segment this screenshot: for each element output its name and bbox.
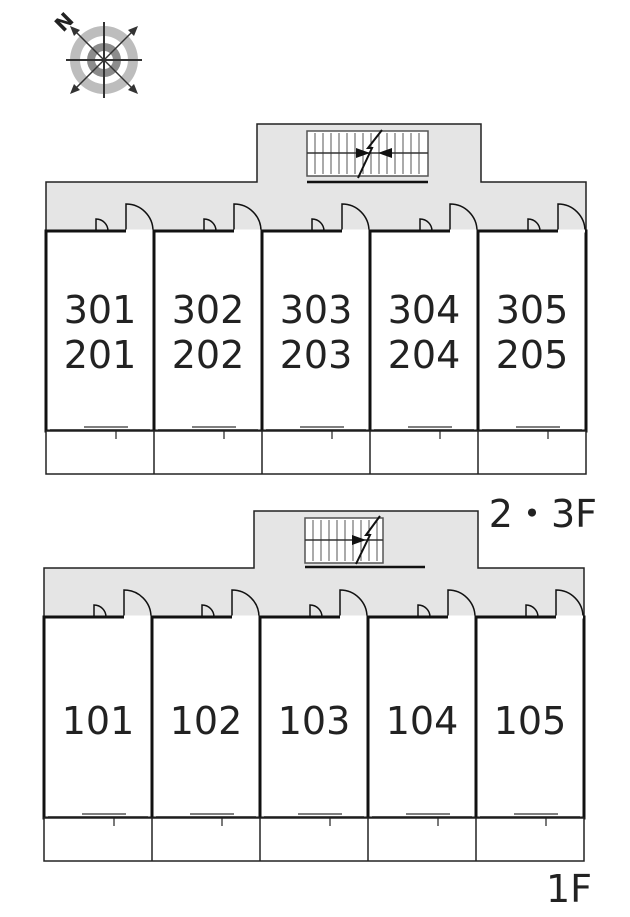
unit-number: 104	[386, 699, 459, 743]
door-icon	[309, 589, 368, 619]
upper-stairs-icon	[306, 129, 429, 184]
door-icon	[419, 203, 478, 233]
unit-102: 102	[150, 589, 262, 820]
floor-label-lower: 1F	[546, 867, 592, 911]
unit-105: 105	[474, 589, 586, 820]
unit-101: 101	[42, 589, 154, 820]
door-icon	[311, 203, 370, 233]
unit-103: 103	[258, 589, 370, 820]
unit-number-lower: 202	[172, 333, 245, 377]
unit-number: 101	[62, 699, 135, 743]
unit-number-lower: 201	[64, 333, 137, 377]
door-icon	[525, 589, 584, 619]
unit-number-upper: 301	[64, 288, 137, 332]
unit-number-upper: 305	[496, 288, 569, 332]
unit-number: 102	[170, 699, 243, 743]
door-icon	[527, 203, 586, 233]
unit-number-upper: 304	[388, 288, 461, 332]
unit-number-lower: 205	[496, 333, 569, 377]
upper-balcony-strip	[45, 430, 587, 475]
lower-block: 101 102 103 104 105	[42, 510, 586, 862]
door-icon	[203, 203, 262, 233]
floor-label-upper: 2・3F	[489, 492, 597, 536]
unit-number: 105	[494, 699, 567, 743]
door-icon	[417, 589, 476, 619]
unit-number: 103	[278, 699, 351, 743]
door-icon	[95, 203, 154, 233]
unit-number-lower: 204	[388, 333, 461, 377]
unit-number-upper: 303	[280, 288, 353, 332]
door-icon	[201, 589, 260, 619]
compass-icon	[66, 22, 142, 98]
unit-number-lower: 203	[280, 333, 353, 377]
unit-number-upper: 302	[172, 288, 245, 332]
lower-balcony-strip	[43, 817, 585, 862]
unit-104: 104	[366, 589, 478, 820]
lower-stairs-icon	[304, 515, 425, 569]
door-icon	[93, 589, 152, 619]
